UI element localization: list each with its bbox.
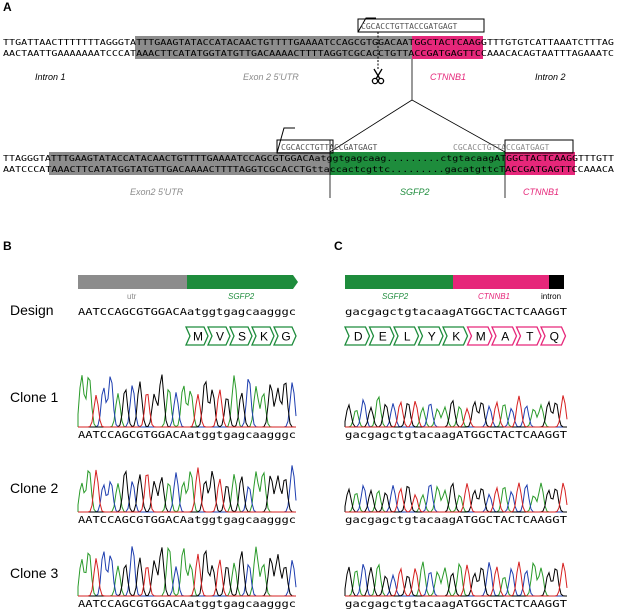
panel-b-letter: B bbox=[3, 239, 12, 253]
trace-line-a bbox=[345, 395, 567, 428]
clone-3-seq-b: AATCCAGCGTGGACAatggtgagcaagggc bbox=[78, 599, 296, 610]
amino-acid-arrow bbox=[515, 326, 542, 346]
clone-2-seq-c: gacgagctgtacaagATGGCTACTCAAGGT bbox=[345, 515, 568, 526]
exon2-utr-box-bottom bbox=[49, 152, 330, 175]
design-seq-b: AATCCAGCGTGGACAatggtgagcaagggc bbox=[78, 307, 296, 318]
trace-line-c bbox=[78, 465, 297, 513]
clone-1-seq-b: AATCCAGCGTGGACAatggtgagcaagggc bbox=[78, 430, 296, 441]
design-label: Design bbox=[10, 302, 54, 318]
trace-line-a bbox=[77, 546, 296, 597]
amino-acid-arrow bbox=[417, 326, 444, 346]
amino-acid-letter: A bbox=[501, 330, 509, 344]
amino-acid-letter: V bbox=[216, 330, 224, 344]
clone-1-seq-c: gacgagctgtacaagATGGCTACTCAAGGT bbox=[345, 430, 568, 441]
amino-acid-arrow bbox=[392, 326, 420, 346]
trace-line-t bbox=[345, 395, 568, 428]
amino-acid-arrow bbox=[343, 326, 371, 346]
genomic-seq-top-strand: TTGATTAACTTTTTTTAGGGTATTTGAAGTATACCATACA… bbox=[3, 38, 614, 47]
exon2-utr-box-top bbox=[135, 36, 412, 59]
trace-line-g bbox=[78, 374, 296, 428]
label-ctnnb1-top: CTNNB1 bbox=[430, 72, 466, 82]
amino-acid-letter: G bbox=[281, 330, 290, 344]
panel-a-letter: A bbox=[3, 0, 12, 14]
amino-acid-letter: K bbox=[452, 330, 460, 344]
amino-acid-letter: M bbox=[476, 330, 486, 344]
guide-rna-seq-right: CGCACCTGTTACCGATGAGT bbox=[453, 143, 550, 152]
ctnnb1-box-bottom bbox=[505, 152, 575, 175]
amino-acid-arrow bbox=[250, 326, 275, 346]
pam-flag-top bbox=[357, 17, 376, 33]
label-ctnnb1-bottom: CTNNB1 bbox=[523, 187, 559, 197]
scissors-icon bbox=[371, 68, 385, 85]
design-seq-c: gacgagctgtacaagATGGCTACTCAAGGT bbox=[345, 307, 568, 318]
sgfp2-bar-label: SGFP2 bbox=[228, 292, 255, 301]
trace-line-t bbox=[78, 389, 296, 428]
amino-acid-letter: S bbox=[238, 330, 246, 344]
guide-rna-seq-left: CGCACCTGTTACCGATGAGT bbox=[281, 143, 378, 152]
insert-seq-bottom-strand: AATCCCATAAACTTCATATGGTATGTTGACAAAACTTTTA… bbox=[3, 165, 614, 174]
insert-seq-top-strand: TTAGGGTATTTGAAGTATACCATACAACTGTTTTGAAAAT… bbox=[3, 154, 614, 163]
amino-acid-letter: L bbox=[404, 330, 411, 344]
trace-line-a bbox=[77, 469, 296, 513]
genomic-seq-bottom-strand: AACTAATTGAAAAAAATCCCATAAACTTCATATGGTATGT… bbox=[3, 49, 614, 58]
ctnnb1-bar-c bbox=[453, 275, 549, 289]
trace-line-t bbox=[345, 482, 568, 513]
sgfp2-bar-label-c: SGFP2 bbox=[382, 292, 409, 301]
label-sgfp2-bottom: SGFP2 bbox=[400, 187, 430, 197]
zoom-line-left bbox=[329, 99, 413, 153]
trace-line-t bbox=[78, 467, 296, 513]
amino-acid-letter: Q bbox=[550, 330, 559, 344]
trace-line-c bbox=[78, 376, 297, 428]
guide-rna-box-top bbox=[357, 18, 485, 33]
intron-bar-c bbox=[549, 275, 564, 289]
chromatogram-traces bbox=[77, 374, 568, 597]
trace-line-t bbox=[78, 553, 296, 597]
amino-acid-letter: Y bbox=[428, 330, 436, 344]
ctnnb1-box-top bbox=[412, 36, 483, 59]
amino-acid-arrow bbox=[539, 326, 567, 346]
clone-2-label: Clone 2 bbox=[10, 480, 58, 496]
clone-3-label: Clone 3 bbox=[10, 565, 58, 581]
zoom-line-right bbox=[411, 99, 506, 153]
guide-rna-box-left bbox=[276, 139, 334, 154]
trace-line-a bbox=[345, 482, 567, 513]
ctnnb1-bar-label-c: CTNNB1 bbox=[478, 292, 510, 301]
label-exon2-utr-bottom: Exon2 5'UTR bbox=[130, 187, 184, 197]
amino-acid-letter: D bbox=[354, 330, 363, 344]
sgfp2-arrow-bar bbox=[187, 275, 298, 289]
trace-line-g bbox=[344, 399, 567, 428]
label-exon2-utr: Exon 2 5'UTR bbox=[243, 72, 299, 82]
panel-c-letter: C bbox=[334, 239, 343, 253]
amino-acid-arrow bbox=[466, 326, 493, 346]
amino-acid-arrow bbox=[184, 326, 209, 346]
amino-acid-arrow bbox=[228, 326, 253, 346]
trace-line-t bbox=[345, 561, 568, 597]
clone-1-label: Clone 1 bbox=[10, 389, 58, 405]
amino-acid-arrow bbox=[206, 326, 231, 346]
label-intron2: Intron 2 bbox=[535, 72, 566, 82]
sgfp2-bar-c bbox=[345, 275, 453, 289]
sgfp2-box-bottom bbox=[330, 152, 505, 175]
amino-acid-arrow bbox=[441, 326, 469, 346]
clone-2-seq-b: AATCCAGCGTGGACAatggtgagcaagggc bbox=[78, 515, 296, 526]
pam-flag-left bbox=[276, 127, 295, 154]
amino-acid-letter: E bbox=[379, 330, 387, 344]
intron-bar-label-c: intron bbox=[541, 292, 561, 301]
label-intron1: Intron 1 bbox=[35, 72, 66, 82]
amino-acid-letter: T bbox=[526, 330, 534, 344]
amino-acid-arrow bbox=[490, 326, 518, 346]
amino-acid-letter: M bbox=[193, 330, 203, 344]
amino-acid-arrow bbox=[272, 326, 297, 346]
amino-acid-letter: K bbox=[260, 330, 268, 344]
trace-line-a bbox=[77, 375, 296, 428]
guide-rna-seq-top: CGCACCTGTTACCGATGAGT bbox=[361, 22, 458, 31]
utr-bar bbox=[78, 275, 187, 289]
trace-line-g bbox=[344, 566, 567, 597]
amino-acid-arrow bbox=[368, 326, 395, 346]
utr-bar-label: utr bbox=[127, 292, 137, 301]
clone-3-seq-c: gacgagctgtacaagATGGCTACTCAAGGT bbox=[345, 599, 568, 610]
